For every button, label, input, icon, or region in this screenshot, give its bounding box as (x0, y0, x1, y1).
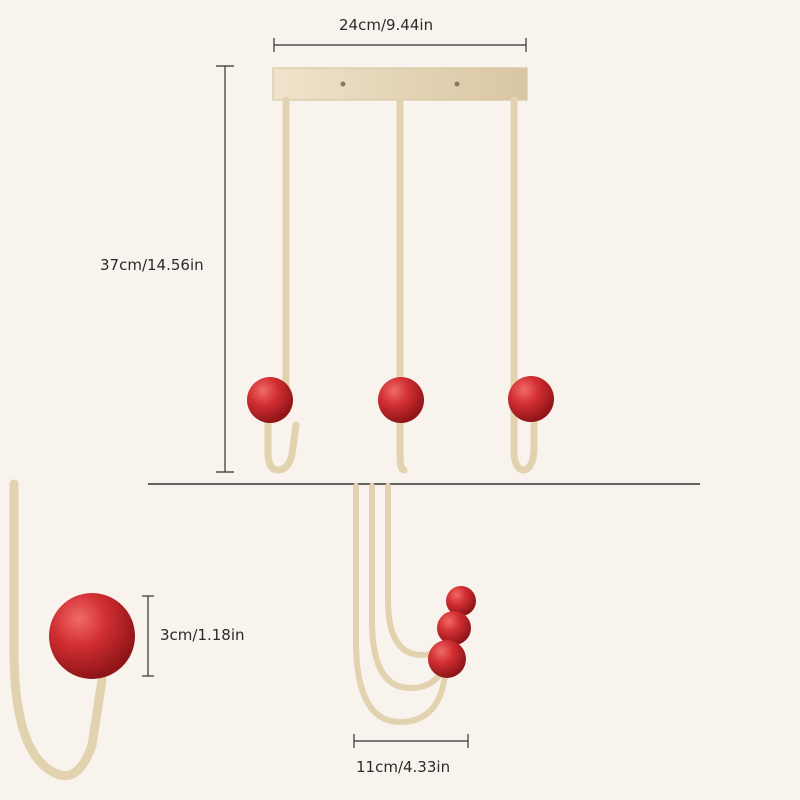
depth-label: 11cm/4.33in (356, 758, 451, 776)
hook-middle (378, 96, 424, 474)
red-ball-knob (508, 376, 554, 422)
hook-rack-front-view (247, 67, 554, 474)
red-ball-closeup (49, 593, 135, 679)
mounting-hole-left (340, 81, 346, 87)
hook-closeup (9, 479, 135, 781)
red-ball-side-2 (437, 611, 471, 645)
width-dimension-line (273, 38, 527, 52)
depth-dimension-line (353, 734, 469, 748)
mounting-plate (272, 67, 528, 101)
hook-rack-side-view (353, 483, 476, 725)
red-ball-side-1 (446, 586, 476, 616)
hook-left (247, 96, 300, 474)
height-label: 37cm/14.56in (100, 256, 204, 274)
hook-right (508, 96, 554, 474)
red-ball-knob (247, 377, 293, 423)
width-label: 24cm/9.44in (339, 16, 434, 34)
height-dimension-line (216, 65, 234, 473)
ball-size-label: 3cm/1.18in (160, 626, 245, 644)
red-ball-side-3 (428, 640, 466, 678)
mounting-hole-right (454, 81, 460, 87)
ball-dimension-line (142, 595, 154, 677)
red-ball-knob (378, 377, 424, 423)
